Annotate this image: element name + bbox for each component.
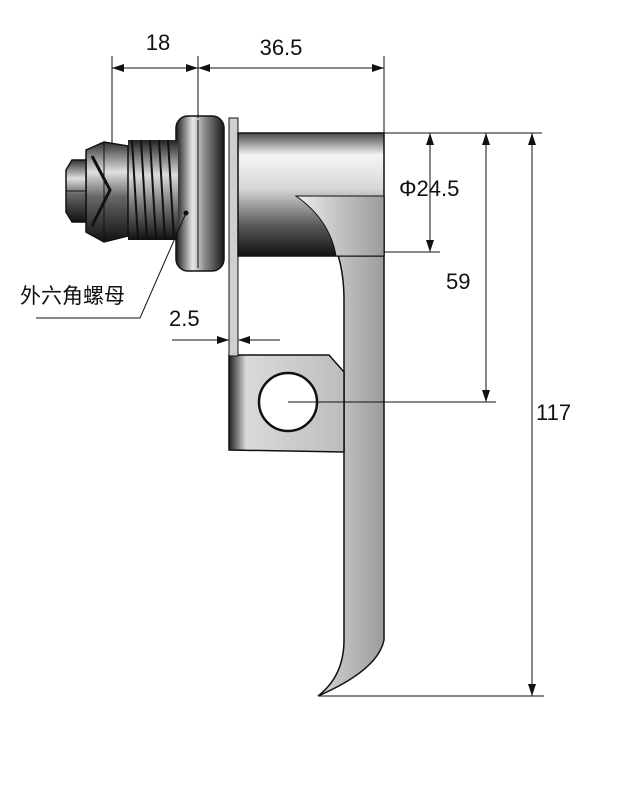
- dim-18: 18: [146, 30, 170, 55]
- hex-nut-label: 外六角螺母: [20, 284, 125, 308]
- latch-assembly: [65, 115, 385, 697]
- dim-59: 59: [446, 269, 470, 294]
- arrowheads: [112, 64, 536, 696]
- dimension-lines: [36, 56, 544, 697]
- dim-2-5: 2.5: [169, 306, 200, 331]
- flange-ring: [175, 115, 225, 272]
- thin-plate: [228, 117, 239, 357]
- thread-lines: [131, 139, 175, 241]
- hex-nut-chevron: [90, 155, 112, 227]
- dim-36-5: 36.5: [260, 35, 303, 60]
- dim-117: 117: [536, 400, 571, 425]
- lever-root: [294, 195, 385, 257]
- dim-diameter: Φ24.5: [399, 176, 459, 201]
